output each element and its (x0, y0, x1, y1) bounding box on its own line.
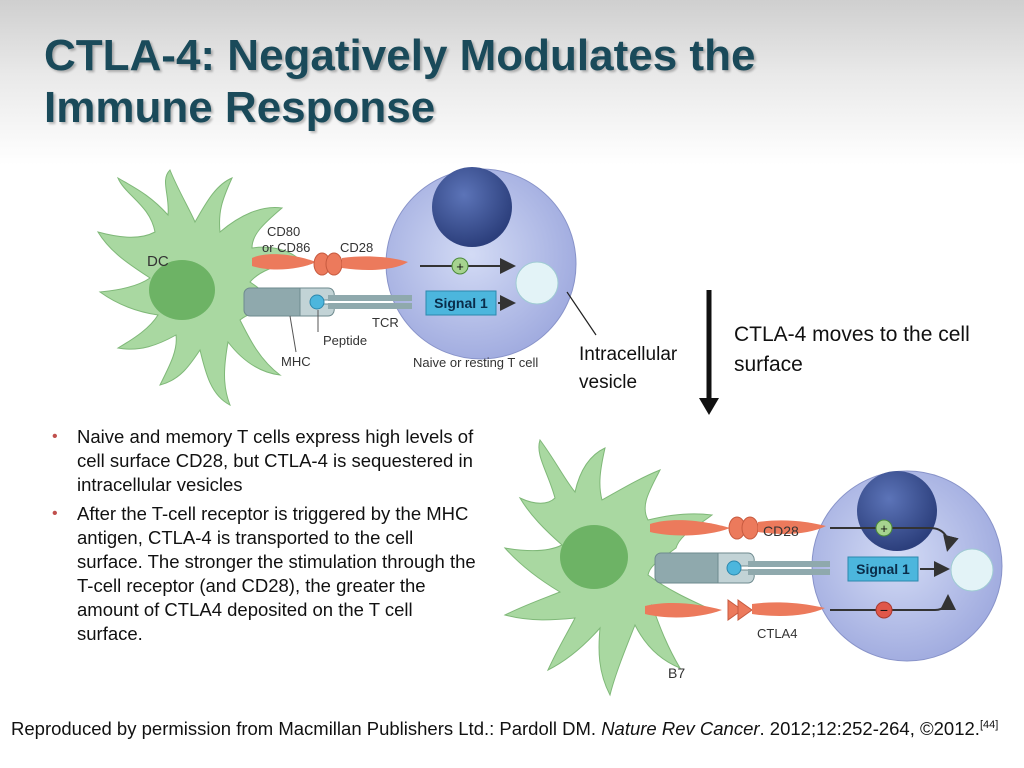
cd28-label-top: CD28 (340, 240, 373, 255)
bullet-marker: • (52, 505, 58, 522)
dendritic-cell-bottom: B7 (503, 438, 714, 697)
header-band (0, 0, 1024, 165)
cd80-label: CD80 (267, 224, 300, 239)
minus-sign-bottom: − (880, 602, 888, 618)
t-cell-top (385, 167, 577, 360)
intracellular-vesicle (515, 261, 559, 305)
bullet-text: Naive and memory T cells express high le… (77, 426, 474, 495)
t-cell-label-top: Naive or resting T cell (413, 355, 538, 370)
vesicle-label: Intracellular vesicle (579, 344, 678, 393)
signal-1-label-top: Signal 1 (434, 295, 488, 311)
mhc-tcr-complex-top: TCR Peptide MHC (243, 287, 412, 369)
cd80-cd28-complex-bottom: CD28 (650, 516, 826, 540)
vesicle-pointer (566, 291, 597, 336)
bullet-list: • Naive and memory T cells express high … (50, 425, 480, 651)
bullet-item: • After the T-cell receptor is triggered… (50, 502, 480, 646)
citation-ref: [44] (979, 719, 999, 731)
bottom-diagram: B7 CD28 CTLA (503, 438, 1003, 697)
top-diagram: DC CD80 or CD86 CD28 TCR Peptide (96, 167, 597, 407)
cd86-label: or CD86 (262, 240, 310, 255)
b7-label: B7 (668, 665, 685, 681)
b7-ctla4-complex: CTLA4 (645, 599, 825, 641)
dc-label: DC (147, 253, 169, 270)
mhc-tcr-complex-bottom (654, 552, 830, 584)
bullet-marker: • (52, 428, 58, 445)
cd28-label-bottom: CD28 (763, 523, 799, 539)
bullet-text: After the T-cell receptor is triggered b… (77, 503, 476, 644)
citation: Reproduced by permission from Macmillan … (11, 713, 1011, 741)
mhc-label: MHC (281, 354, 311, 369)
tcr-label: TCR (372, 315, 399, 330)
signal-1-box-bottom (847, 556, 919, 582)
peptide-label: Peptide (323, 333, 367, 348)
signal-arrows-bottom: + Signal 1 − (830, 519, 959, 619)
dendritic-cell-top: DC (96, 169, 301, 407)
side-note: CTLA-4 moves to the cell surface (734, 323, 970, 376)
title-line-1: CTLA-4: Negatively Modulates the (44, 31, 756, 80)
title-line-2: Immune Response (44, 83, 436, 132)
citation-prefix: Reproduced by permission from Macmillan … (11, 718, 602, 740)
slide-title: CTLA-4: Negatively Modulates the Immune … (44, 30, 944, 134)
signal-arrows-top: + Signal 1 (420, 257, 516, 316)
cd80-cd28-complex-top: CD80 or CD86 CD28 (252, 224, 408, 276)
ctla4-label: CTLA4 (757, 626, 797, 641)
transition-arrow (699, 290, 719, 415)
signal-1-box-top (425, 290, 497, 316)
citation-suffix: . 2012;12:252-264, ©2012. (759, 718, 980, 740)
signal-1-label-bottom: Signal 1 (856, 561, 910, 577)
bullet-item: • Naive and memory T cells express high … (50, 425, 480, 497)
plus-sign-bottom: + (880, 521, 888, 536)
citation-journal: Nature Rev Cancer (601, 718, 760, 740)
plus-sign-top: + (456, 259, 464, 274)
